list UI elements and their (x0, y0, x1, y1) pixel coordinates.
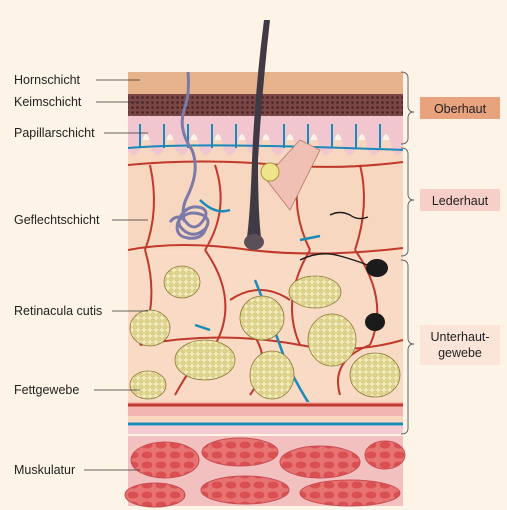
stratum-germinativum (128, 94, 403, 116)
label-geflechtschicht: Geflechtschicht (14, 213, 100, 227)
label-fettgewebe: Fettgewebe (14, 383, 79, 397)
lederhaut-label-box: Lederhaut (420, 189, 500, 211)
left-labels: Hornschicht Keimschicht Papillarschicht … (14, 73, 148, 477)
label-keimschicht: Keimschicht (14, 95, 82, 109)
label-hornschicht: Hornschicht (14, 73, 81, 87)
fascia-lower (128, 426, 403, 434)
label-retinacula: Retinacula cutis (14, 304, 102, 318)
unterhaut-label-box: Unterhaut- gewebe (420, 325, 500, 365)
label-unterhaut-line2: gewebe (438, 346, 482, 360)
label-muskulatur: Muskulatur (14, 463, 75, 477)
label-oberhaut: Oberhaut (434, 102, 487, 116)
stratum-corneum (128, 72, 403, 94)
oberhaut-label-box: Oberhaut (420, 97, 500, 119)
label-papillarschicht: Papillarschicht (14, 126, 95, 140)
label-unterhaut-line1: Unterhaut- (430, 330, 489, 344)
tissue-block (125, 20, 405, 507)
label-lederhaut: Lederhaut (432, 194, 489, 208)
